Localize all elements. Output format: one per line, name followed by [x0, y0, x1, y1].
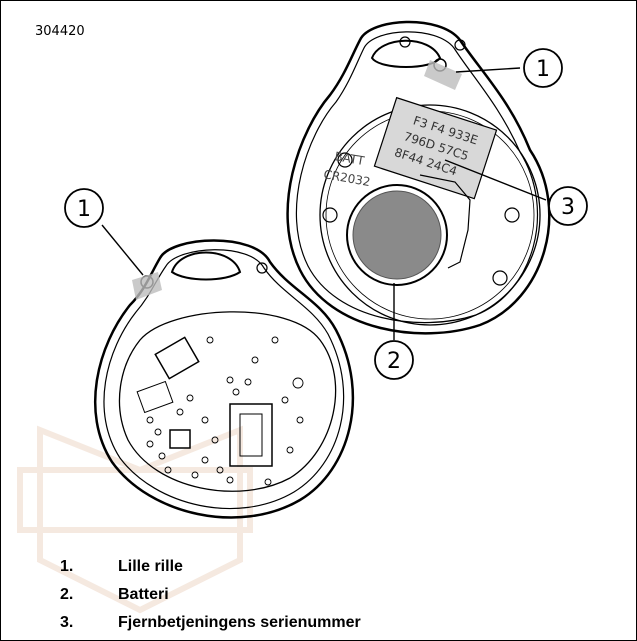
svg-text:1: 1 [536, 57, 550, 82]
legend-text: Fjernbetjeningens serienummer [118, 614, 361, 632]
svg-text:2: 2 [387, 349, 401, 374]
legend-number: 1. [60, 558, 73, 576]
legend-number: 3. [60, 614, 73, 632]
callout-3: 3 [549, 187, 587, 225]
watermark-logo [20, 430, 250, 610]
legend-text: Batteri [118, 586, 169, 604]
callout-1-right: 1 [524, 49, 562, 87]
svg-text:3: 3 [561, 195, 575, 220]
callout-2: 2 [375, 341, 413, 379]
legend-number: 2. [60, 586, 73, 604]
legend-text: Lille rille [118, 558, 183, 576]
key-fob-open [95, 241, 353, 518]
battery-type-label: BATT CR2032 [322, 149, 371, 189]
callout-1-left: 1 [65, 189, 103, 227]
pcb-components [147, 337, 303, 485]
svg-text:1: 1 [77, 197, 91, 222]
